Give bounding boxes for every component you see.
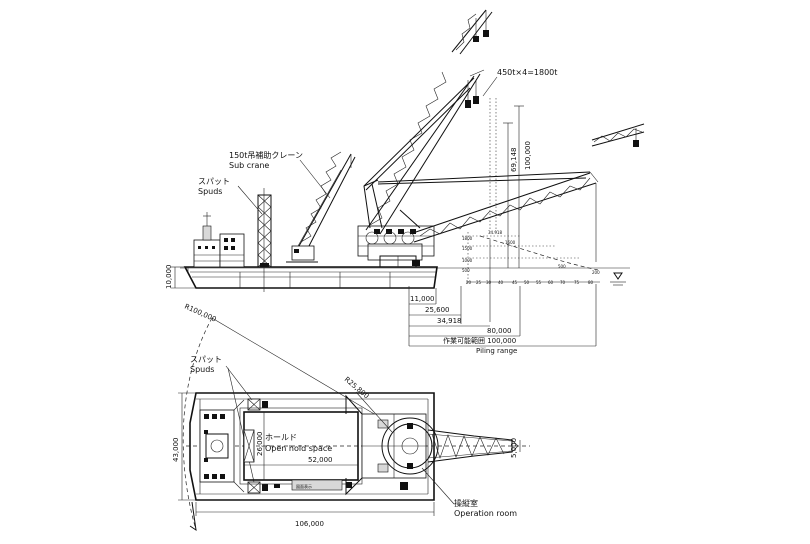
svg-text:500: 500 bbox=[558, 264, 566, 269]
radius-dimensions: 11,000 25,600 34,918 80,000 作業可能範囲 100,0… bbox=[408, 240, 597, 355]
deckhouse bbox=[193, 212, 245, 268]
svg-text:75: 75 bbox=[574, 280, 580, 285]
boom-max-elevation bbox=[451, 9, 493, 55]
radius-100-label: R100,000 bbox=[183, 303, 217, 324]
svg-text:45: 45 bbox=[512, 280, 518, 285]
spuds-label-en: Spuds bbox=[198, 187, 222, 196]
hold-width-dimension: 26,000 bbox=[256, 432, 264, 457]
lifting-capacity-label: 450t×4=1800t bbox=[497, 68, 557, 77]
hold-length-dimension: 52,000 bbox=[308, 456, 333, 464]
svg-text:80: 80 bbox=[588, 280, 594, 285]
sub-crane-label-jp: 150t吊補助クレーン bbox=[229, 150, 303, 160]
svg-text:60: 60 bbox=[548, 280, 554, 285]
beam-dimension: 43,000 bbox=[172, 438, 180, 463]
sub-crane-label-en: Sub crane bbox=[229, 161, 269, 170]
hold-label-jp: ホールド bbox=[265, 433, 297, 442]
radius-dim-4: 80,000 bbox=[487, 327, 512, 335]
main-boom-outreach bbox=[377, 171, 599, 262]
hold-label-en: Open hold space bbox=[265, 444, 332, 453]
boom-right-ghost bbox=[591, 123, 645, 147]
svg-text:1500: 1500 bbox=[462, 246, 473, 251]
sub-crane bbox=[286, 151, 356, 263]
main-boom-raised bbox=[363, 69, 485, 235]
depth-dimension: 10,000 bbox=[165, 265, 173, 290]
height-dimension-max: 100,000 bbox=[524, 141, 532, 170]
lifting-curve bbox=[479, 235, 599, 271]
side-view: 10,000 bbox=[165, 9, 645, 355]
spuds-plan-label-en: Spuds bbox=[190, 365, 214, 374]
svg-text:34.918: 34.918 bbox=[488, 230, 502, 235]
piling-range-jp: 作業可能範囲 100,000 bbox=[443, 336, 516, 345]
radius-dim-3: 34,918 bbox=[437, 317, 462, 325]
radius-dim-2: 25,600 bbox=[425, 306, 450, 314]
length-dimension: 106,000 bbox=[295, 520, 324, 528]
svg-text:200: 200 bbox=[592, 270, 600, 275]
svg-text:30: 30 bbox=[486, 280, 492, 285]
spuds-plan-label-jp: スパット bbox=[190, 355, 222, 364]
spuds-label-jp: スパット bbox=[198, 177, 230, 186]
operation-room-label-en: Operation room bbox=[454, 509, 517, 518]
svg-text:25: 25 bbox=[476, 280, 482, 285]
svg-text:500: 500 bbox=[462, 268, 470, 273]
radius-100-arc bbox=[182, 317, 213, 531]
barge-hull bbox=[183, 266, 438, 289]
svg-text:40: 40 bbox=[498, 280, 504, 285]
svg-text:1800: 1800 bbox=[462, 236, 473, 241]
deckhouse-plan bbox=[199, 399, 245, 493]
svg-text:70: 70 bbox=[560, 280, 566, 285]
aft-deck-plan: 図面表示 bbox=[274, 479, 408, 491]
radius-scale: 20 25 30 40 45 50 55 60 70 75 80 bbox=[466, 280, 600, 285]
main-crane-base bbox=[357, 179, 435, 268]
piling-range-en: Piling range bbox=[476, 347, 517, 355]
radius-dim-1: 11,000 bbox=[410, 295, 435, 303]
height-dimension-outreach: 69,148 bbox=[510, 148, 518, 173]
svg-text:図面表示: 図面表示 bbox=[296, 483, 312, 489]
svg-text:50: 50 bbox=[524, 280, 530, 285]
operation-room-label-jp: 操縦室 bbox=[454, 498, 478, 508]
svg-text:20: 20 bbox=[466, 280, 472, 285]
boom-width-dimension: 5,000 bbox=[510, 438, 518, 458]
spud-tower bbox=[257, 188, 272, 292]
svg-text:1000: 1000 bbox=[462, 258, 473, 263]
crane-turntable-plan bbox=[345, 394, 439, 496]
boom-plan bbox=[427, 429, 519, 463]
water-level-marker bbox=[613, 272, 623, 280]
svg-text:55: 55 bbox=[536, 280, 542, 285]
svg-text:1600: 1600 bbox=[505, 240, 516, 245]
